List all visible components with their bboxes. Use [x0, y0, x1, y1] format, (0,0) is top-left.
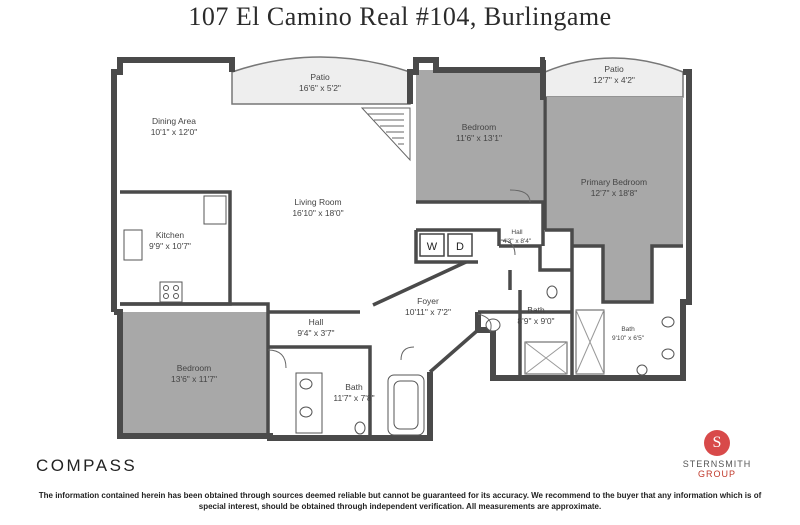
bath-fixtures: [295, 285, 675, 436]
living-dim: 16'10" x 18'0": [292, 208, 343, 218]
sternsmith-logo: S STERNSMITH GROUP: [672, 430, 762, 479]
sternsmith-mark-icon: S: [704, 430, 730, 456]
bedroom-bottom-dim: 13'6" x 11'7": [171, 374, 217, 384]
stairs: [360, 107, 411, 162]
kitchen-name: Kitchen: [156, 230, 185, 240]
page-title: 107 El Camino Real #104, Burlingame: [188, 2, 612, 31]
hall-lower-name: Hall: [309, 317, 324, 327]
kitchen-fixtures: [123, 195, 227, 303]
bath-primary-dim: 9'10" x 6'5": [612, 335, 645, 342]
bedroom-bottom-name: Bedroom: [177, 363, 212, 373]
patio-right-name: Patio: [604, 64, 624, 74]
foyer-dim: 10'11" x 7'2": [405, 307, 451, 317]
hall-small-dim: 4'3" x 8'4": [503, 238, 532, 245]
foyer-name: Foyer: [417, 296, 439, 306]
bedroom-top-dim: 11'6" x 13'1": [456, 133, 502, 143]
washer-label: W: [427, 241, 438, 253]
dining-dim: 10'1" x 12'0": [151, 127, 198, 137]
compass-logo: COMPASS: [36, 456, 138, 475]
patio-right-dim: 12'7" x 4'2": [593, 75, 635, 85]
bath-bottom-name: Bath: [345, 382, 363, 392]
sternsmith-sub: GROUP: [697, 469, 736, 479]
disclaimer-text: The information contained herein has bee…: [38, 491, 762, 511]
bath-center-name: Bath: [527, 305, 545, 315]
dryer-label: D: [456, 241, 464, 253]
bath-center-dim: 8'9" x 9'0": [517, 316, 554, 326]
hall-small-name: Hall: [511, 229, 523, 236]
bedroom-bottom-fill: [120, 312, 268, 436]
primary-bedroom-name: Primary Bedroom: [581, 177, 647, 187]
primary-bedroom-fill: [545, 97, 683, 302]
hall-lower-dim: 9'4" x 3'7": [297, 328, 334, 338]
patio-left-dim: 16'6" x 5'2": [299, 83, 341, 93]
kitchen-dim: 9'9" x 10'7": [149, 241, 191, 251]
bedroom-top-name: Bedroom: [462, 122, 497, 132]
bath-bottom-dim: 11'7" x 7'8": [333, 393, 374, 403]
sternsmith-name: STERNSMITH: [682, 459, 752, 469]
interior-walls: [120, 97, 683, 436]
laundry: [419, 233, 473, 257]
bath-primary-name: Bath: [621, 326, 635, 333]
room-labels: Patio 16'6" x 5'2" Patio 12'7" x 4'2" Di…: [149, 64, 647, 403]
dining-name: Dining Area: [152, 116, 196, 126]
patio-left-name: Patio: [310, 72, 330, 82]
living-name: Living Room: [294, 197, 341, 207]
bedroom-top-fill: [416, 70, 543, 202]
doors: [267, 189, 531, 369]
primary-bedroom-dim: 12'7" x 18'8": [591, 188, 638, 198]
